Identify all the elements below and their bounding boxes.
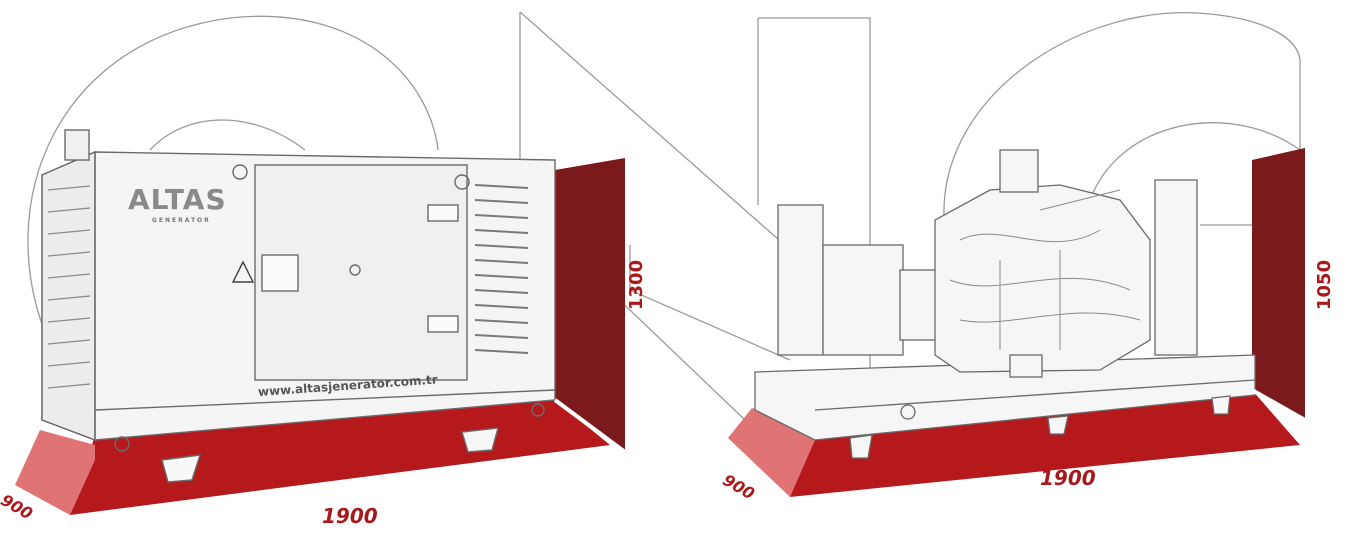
brand-logo-name: ALTAS <box>128 183 227 216</box>
bg-s-upper-arc <box>943 12 1301 231</box>
brand-logo-sub: GENERATOR <box>152 217 211 224</box>
right-wall-separator <box>1251 388 1306 422</box>
bg-arc-small-left <box>149 119 306 151</box>
bg-arc-large-left <box>27 15 439 341</box>
left-generator-canopy <box>41 129 556 483</box>
left-dim-height: 1300 <box>626 259 647 310</box>
left-base-side <box>15 430 95 515</box>
bg-n-right-top <box>758 17 871 250</box>
bg-n-lower-stroke <box>629 245 791 361</box>
left-wall-separator <box>553 398 627 454</box>
right-back-wall <box>1252 148 1305 418</box>
right-base-floor <box>790 390 1300 497</box>
right-generator-open-frame <box>754 149 1256 459</box>
right-dim-height: 1050 <box>1314 259 1335 310</box>
left-back-wall <box>555 158 625 450</box>
right-dim-length: 1900 <box>1040 466 1096 490</box>
left-dim-length: 1900 <box>322 504 378 528</box>
right-base-side <box>728 408 815 497</box>
